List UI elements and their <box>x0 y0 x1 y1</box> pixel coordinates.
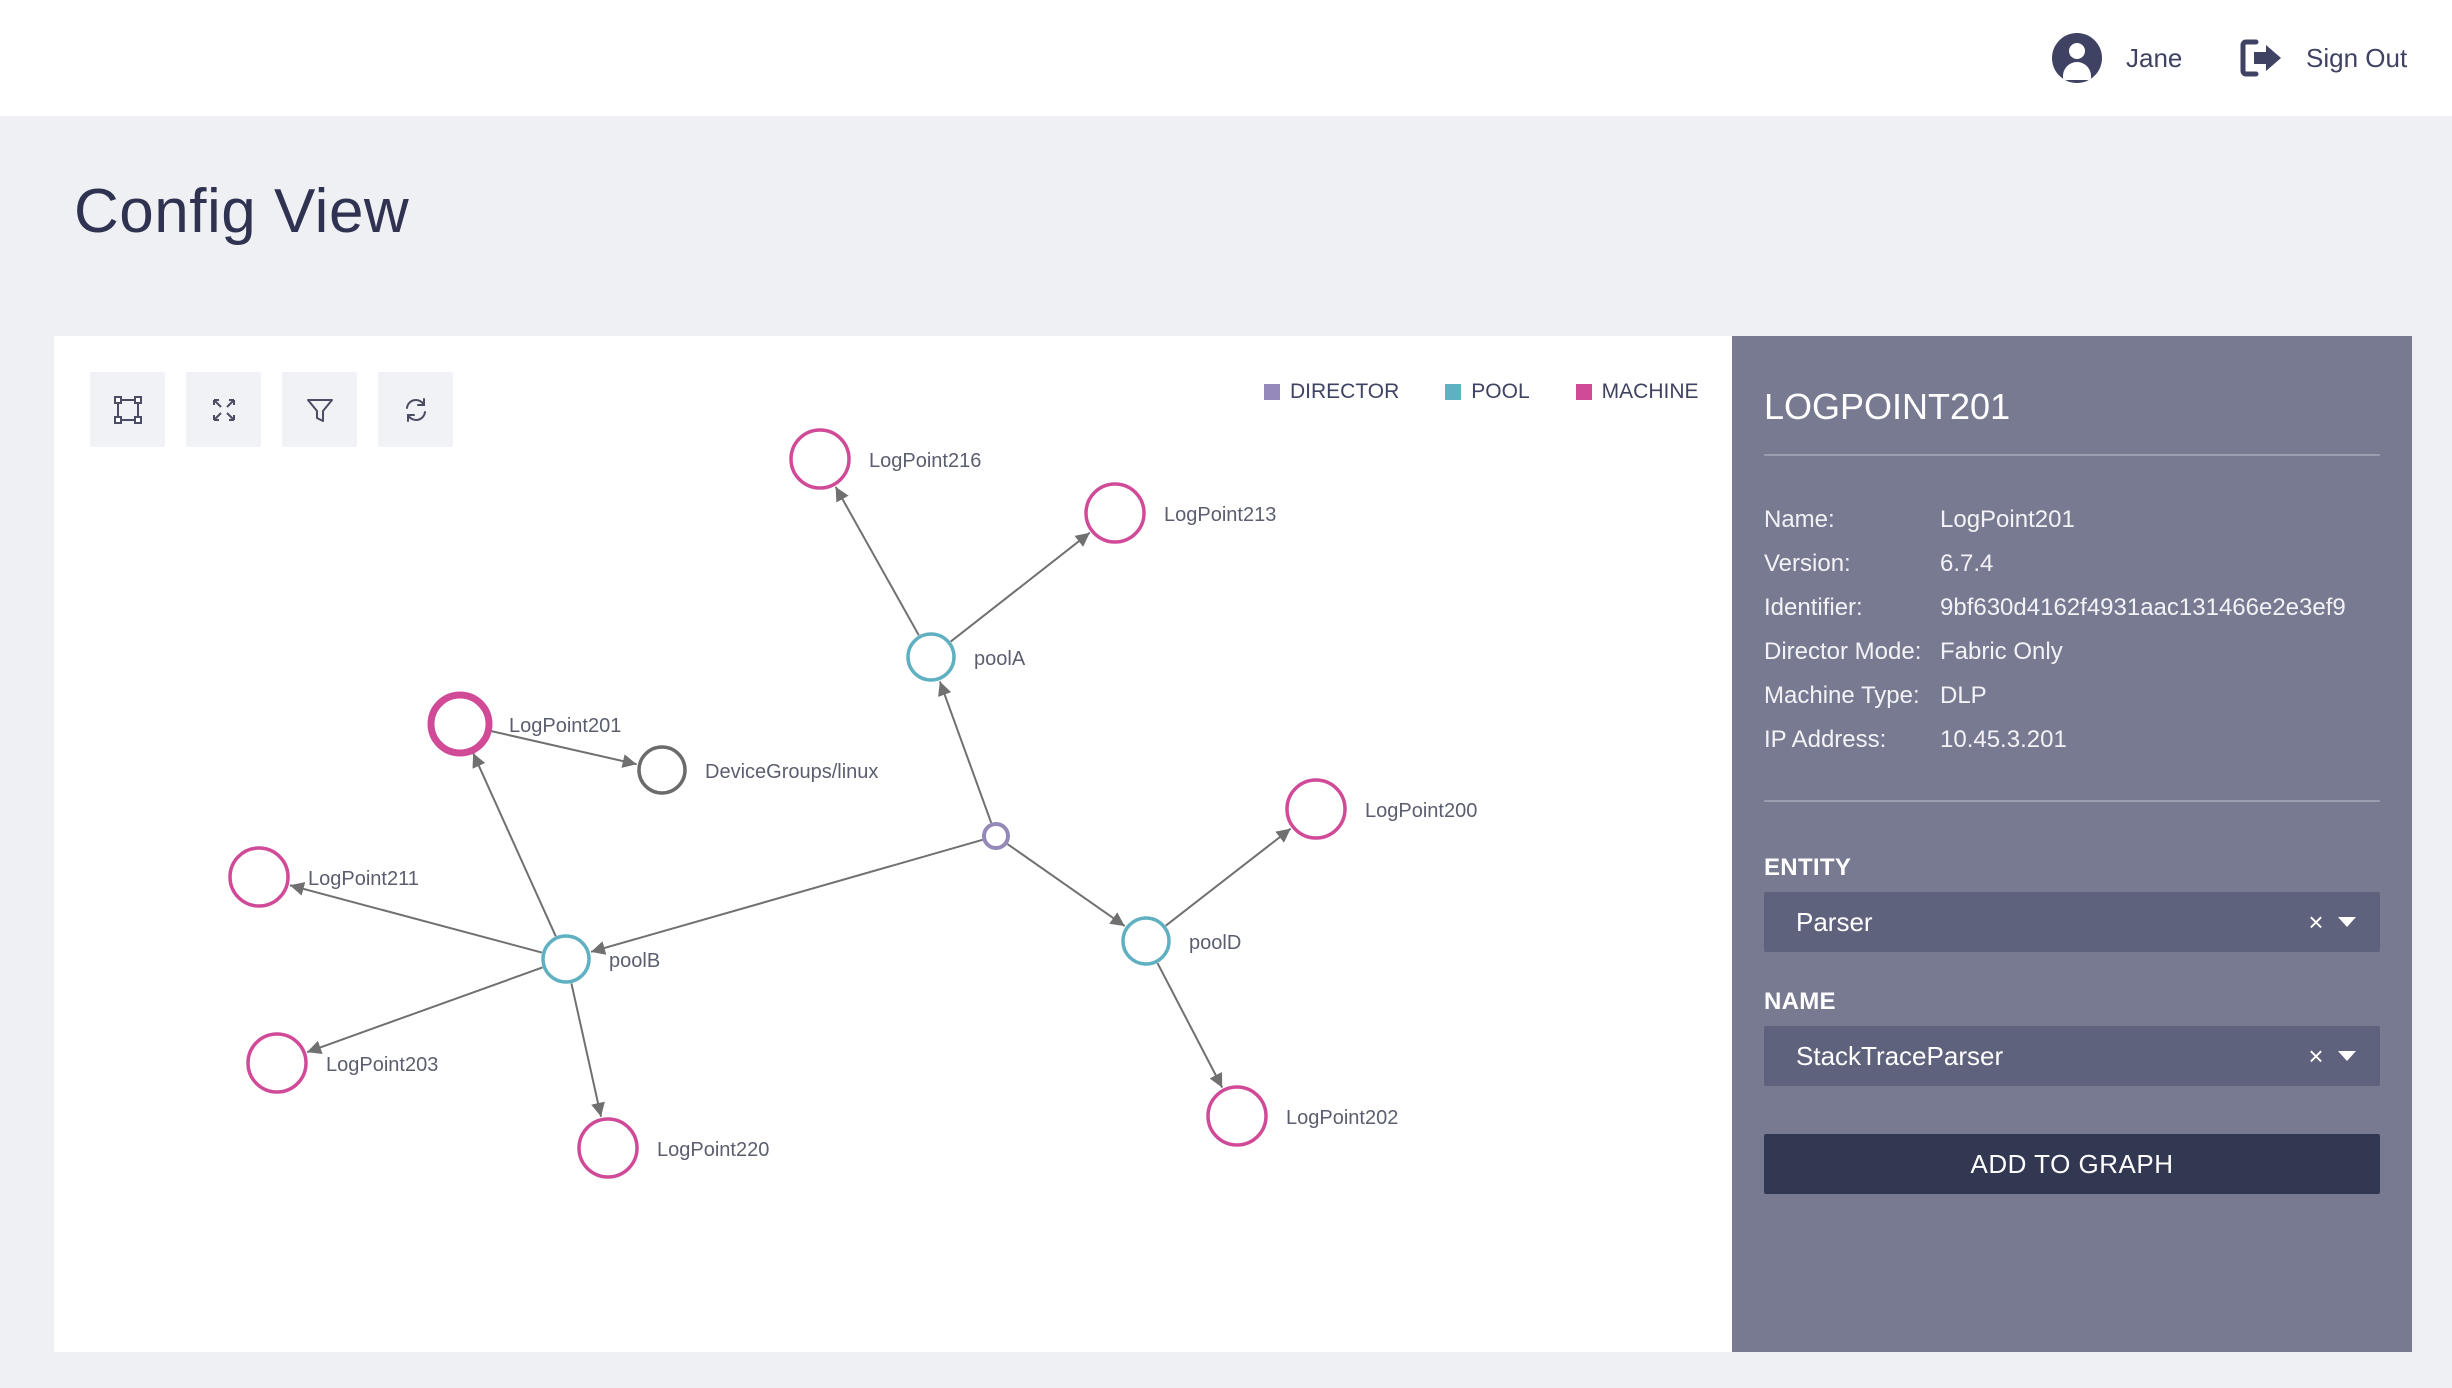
graph-node-pool[interactable] <box>906 632 956 682</box>
legend-label: MACHINE <box>1601 380 1699 403</box>
graph-edge <box>1006 843 1126 927</box>
legend-label: DIRECTOR <box>1290 380 1400 403</box>
graph-node-machine[interactable] <box>427 691 493 757</box>
entity-select[interactable]: Parser × <box>1764 892 2380 952</box>
graph-edge <box>590 838 983 955</box>
graph-edge <box>306 966 543 1055</box>
graph-node-pool[interactable] <box>1121 916 1171 966</box>
filter-icon <box>306 398 333 422</box>
info-key: IP Address: <box>1764 726 1887 753</box>
graph-edge <box>1156 962 1224 1089</box>
info-key: Version: <box>1764 550 1851 577</box>
graph-node-machine[interactable] <box>1206 1085 1268 1147</box>
divider <box>1764 800 2380 802</box>
graph-node-pool[interactable] <box>541 934 591 984</box>
graph-edge <box>950 531 1091 643</box>
graph-node-label: DeviceGroups/linux <box>705 761 878 783</box>
legend-swatch <box>1264 384 1280 400</box>
graph-node-label: poolA <box>974 648 1026 670</box>
sign-out-button[interactable]: Sign Out <box>2240 30 2407 86</box>
entity-select-value: Parser <box>1796 906 1873 937</box>
clear-icon[interactable]: × <box>2308 906 2324 937</box>
graph-node-label: LogPoint203 <box>326 1054 438 1076</box>
graph-node-label: LogPoint211 <box>308 868 419 890</box>
graph-node-label: LogPoint220 <box>657 1139 769 1161</box>
graph-toolbar <box>90 372 453 447</box>
legend-item-machine: MACHINE <box>1575 380 1699 404</box>
divider <box>1764 454 2380 456</box>
graph-node-label: LogPoint216 <box>869 450 981 472</box>
graph-node-machine[interactable] <box>1084 482 1146 544</box>
add-to-graph-button[interactable]: ADD TO GRAPH <box>1764 1134 2380 1194</box>
info-value: 6.7.4 <box>1940 550 1994 577</box>
graph-edge <box>834 486 920 636</box>
info-row-machine-type: Machine Type: DLP <box>1764 682 1987 710</box>
info-row-version: Version: 6.7.4 <box>1764 550 1993 578</box>
info-key: Machine Type: <box>1764 682 1920 709</box>
graph-node-label: LogPoint202 <box>1286 1107 1398 1129</box>
top-bar: Jane Sign Out <box>0 0 2452 116</box>
select-area-button[interactable] <box>90 372 165 447</box>
details-title: LOGPOINT201 <box>1764 386 2011 427</box>
info-key: Identifier: <box>1764 594 1863 621</box>
sign-out-label: Sign Out <box>2306 42 2408 73</box>
legend-item-director: DIRECTOR <box>1264 380 1399 404</box>
info-key: Director Mode: <box>1764 638 1922 665</box>
entity-label: ENTITY <box>1764 854 1852 881</box>
info-row-director-mode: Director Mode: Fabric Only <box>1764 638 2063 666</box>
graph-edge <box>938 681 993 824</box>
refresh-icon <box>405 397 426 422</box>
filter-button[interactable] <box>282 372 357 447</box>
name-select[interactable]: StackTraceParser × <box>1764 1026 2380 1086</box>
chevron-down-icon[interactable] <box>2338 917 2356 927</box>
fit-graph-button[interactable] <box>186 372 261 447</box>
graph-node-label: poolB <box>609 950 660 972</box>
graph-node-label: LogPoint213 <box>1164 504 1276 526</box>
name-label: NAME <box>1764 988 1836 1015</box>
select-area-icon <box>113 395 142 424</box>
legend-swatch <box>1575 384 1592 400</box>
info-value: DLP <box>1940 682 1987 709</box>
graph-node-group[interactable] <box>637 745 687 795</box>
graph-node-machine[interactable] <box>789 428 851 490</box>
legend-item-pool: POOL <box>1445 380 1530 404</box>
info-value: 10.45.3.201 <box>1940 726 2067 753</box>
info-row-ip-address: IP Address: 10.45.3.201 <box>1764 726 2067 754</box>
user-avatar-icon <box>2052 33 2102 83</box>
sign-out-icon <box>2240 39 2281 77</box>
graph-node-machine[interactable] <box>577 1117 639 1179</box>
info-key: Name: <box>1764 506 1835 533</box>
graph-node-label: LogPoint201 <box>509 715 621 737</box>
details-panel: LOGPOINT201 Name: LogPoint201 Version: 6… <box>1732 336 2412 1352</box>
graph-node-label: LogPoint200 <box>1365 800 1477 822</box>
info-row-name: Name: LogPoint201 <box>1764 506 2075 534</box>
legend-label: POOL <box>1471 380 1530 403</box>
info-value: LogPoint201 <box>1940 506 2075 533</box>
user-name: Jane <box>2126 42 2183 73</box>
graph-edge <box>289 882 543 954</box>
user-menu[interactable]: Jane <box>2052 30 2182 86</box>
graph-edge <box>570 983 605 1117</box>
info-value: Fabric Only <box>1940 638 2063 665</box>
chevron-down-icon[interactable] <box>2338 1051 2356 1061</box>
refresh-button[interactable] <box>378 372 453 447</box>
expand-arrows-icon <box>212 398 235 421</box>
graph-edge <box>472 752 557 937</box>
graph-edge <box>490 729 637 768</box>
name-select-value: StackTraceParser <box>1796 1040 2004 1071</box>
graph-node-machine[interactable] <box>228 846 290 908</box>
graph-node-machine[interactable] <box>246 1032 308 1094</box>
graph-legend: DIRECTOR POOL MACHINE <box>1264 380 1699 404</box>
info-row-identifier: Identifier: 9bf630d4162f4931aac131466e2e… <box>1764 594 2346 622</box>
graph-node-machine[interactable] <box>1285 778 1347 840</box>
clear-icon[interactable]: × <box>2308 1040 2324 1071</box>
graph-node-label: poolD <box>1189 932 1241 954</box>
graph-node-director[interactable] <box>982 822 1010 850</box>
page-title: Config View <box>74 177 410 246</box>
legend-swatch <box>1445 384 1462 400</box>
info-value: 9bf630d4162f4931aac131466e2e3ef9 <box>1940 594 2346 621</box>
graph-edge <box>1165 827 1292 927</box>
